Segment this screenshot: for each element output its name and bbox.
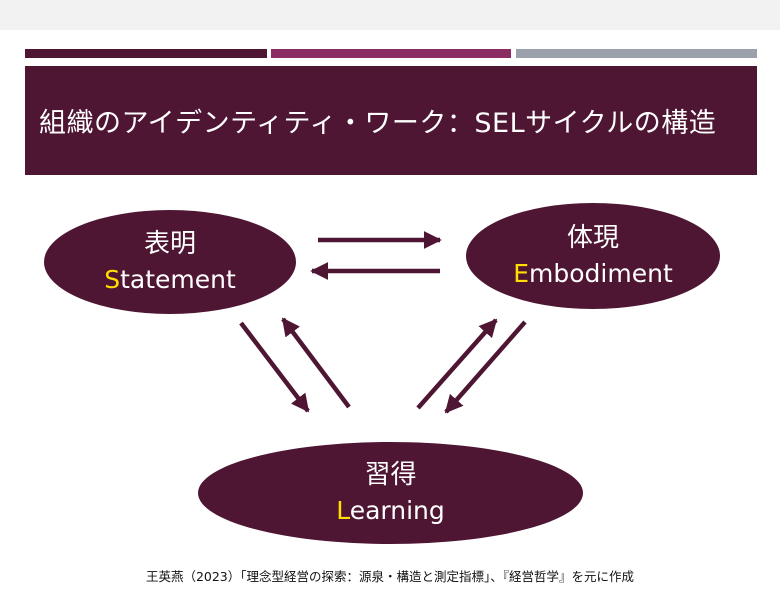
source-citation: 王英燕（2023）「理念型経営の探索：源泉・構造と測定指標」、『経営哲学』を元に… bbox=[145, 569, 635, 584]
node-embodiment-jp: 体現 bbox=[566, 223, 619, 253]
node-statement-en: Statement bbox=[104, 265, 236, 295]
top-band bbox=[0, 0, 780, 30]
arrow-embodiment-to-learning bbox=[444, 320, 527, 414]
node-statement: 表明 Statement bbox=[44, 210, 296, 314]
slide-title: 組織のアイデンティティ・ワーク：SELサイクルの構造 bbox=[39, 108, 717, 139]
title-bar: 組織のアイデンティティ・ワーク：SELサイクルの構造 bbox=[25, 66, 757, 175]
accent-bar-magenta bbox=[271, 49, 511, 58]
node-statement-initial: S bbox=[104, 265, 121, 294]
node-learning-jp: 習得 bbox=[364, 460, 417, 490]
accent-bar-dark bbox=[25, 49, 267, 58]
node-embodiment-en: Embodiment bbox=[513, 259, 673, 289]
arrow-learning-to-embodiment bbox=[416, 318, 498, 410]
node-statement-rest: tatement bbox=[120, 265, 236, 294]
node-learning-rest: earning bbox=[349, 496, 445, 525]
arrow-statement-to-learning bbox=[239, 321, 310, 413]
node-learning-initial: L bbox=[336, 496, 350, 525]
node-learning: 習得 Learning bbox=[198, 442, 583, 544]
accent-bar-gray bbox=[516, 49, 757, 58]
node-embodiment: 体現 Embodiment bbox=[466, 203, 720, 309]
node-embodiment-initial: E bbox=[513, 259, 530, 288]
node-embodiment-rest: mbodiment bbox=[529, 259, 673, 288]
node-statement-jp: 表明 bbox=[143, 229, 196, 259]
arrow-learning-to-statement bbox=[281, 317, 351, 409]
node-learning-en: Learning bbox=[336, 496, 445, 526]
